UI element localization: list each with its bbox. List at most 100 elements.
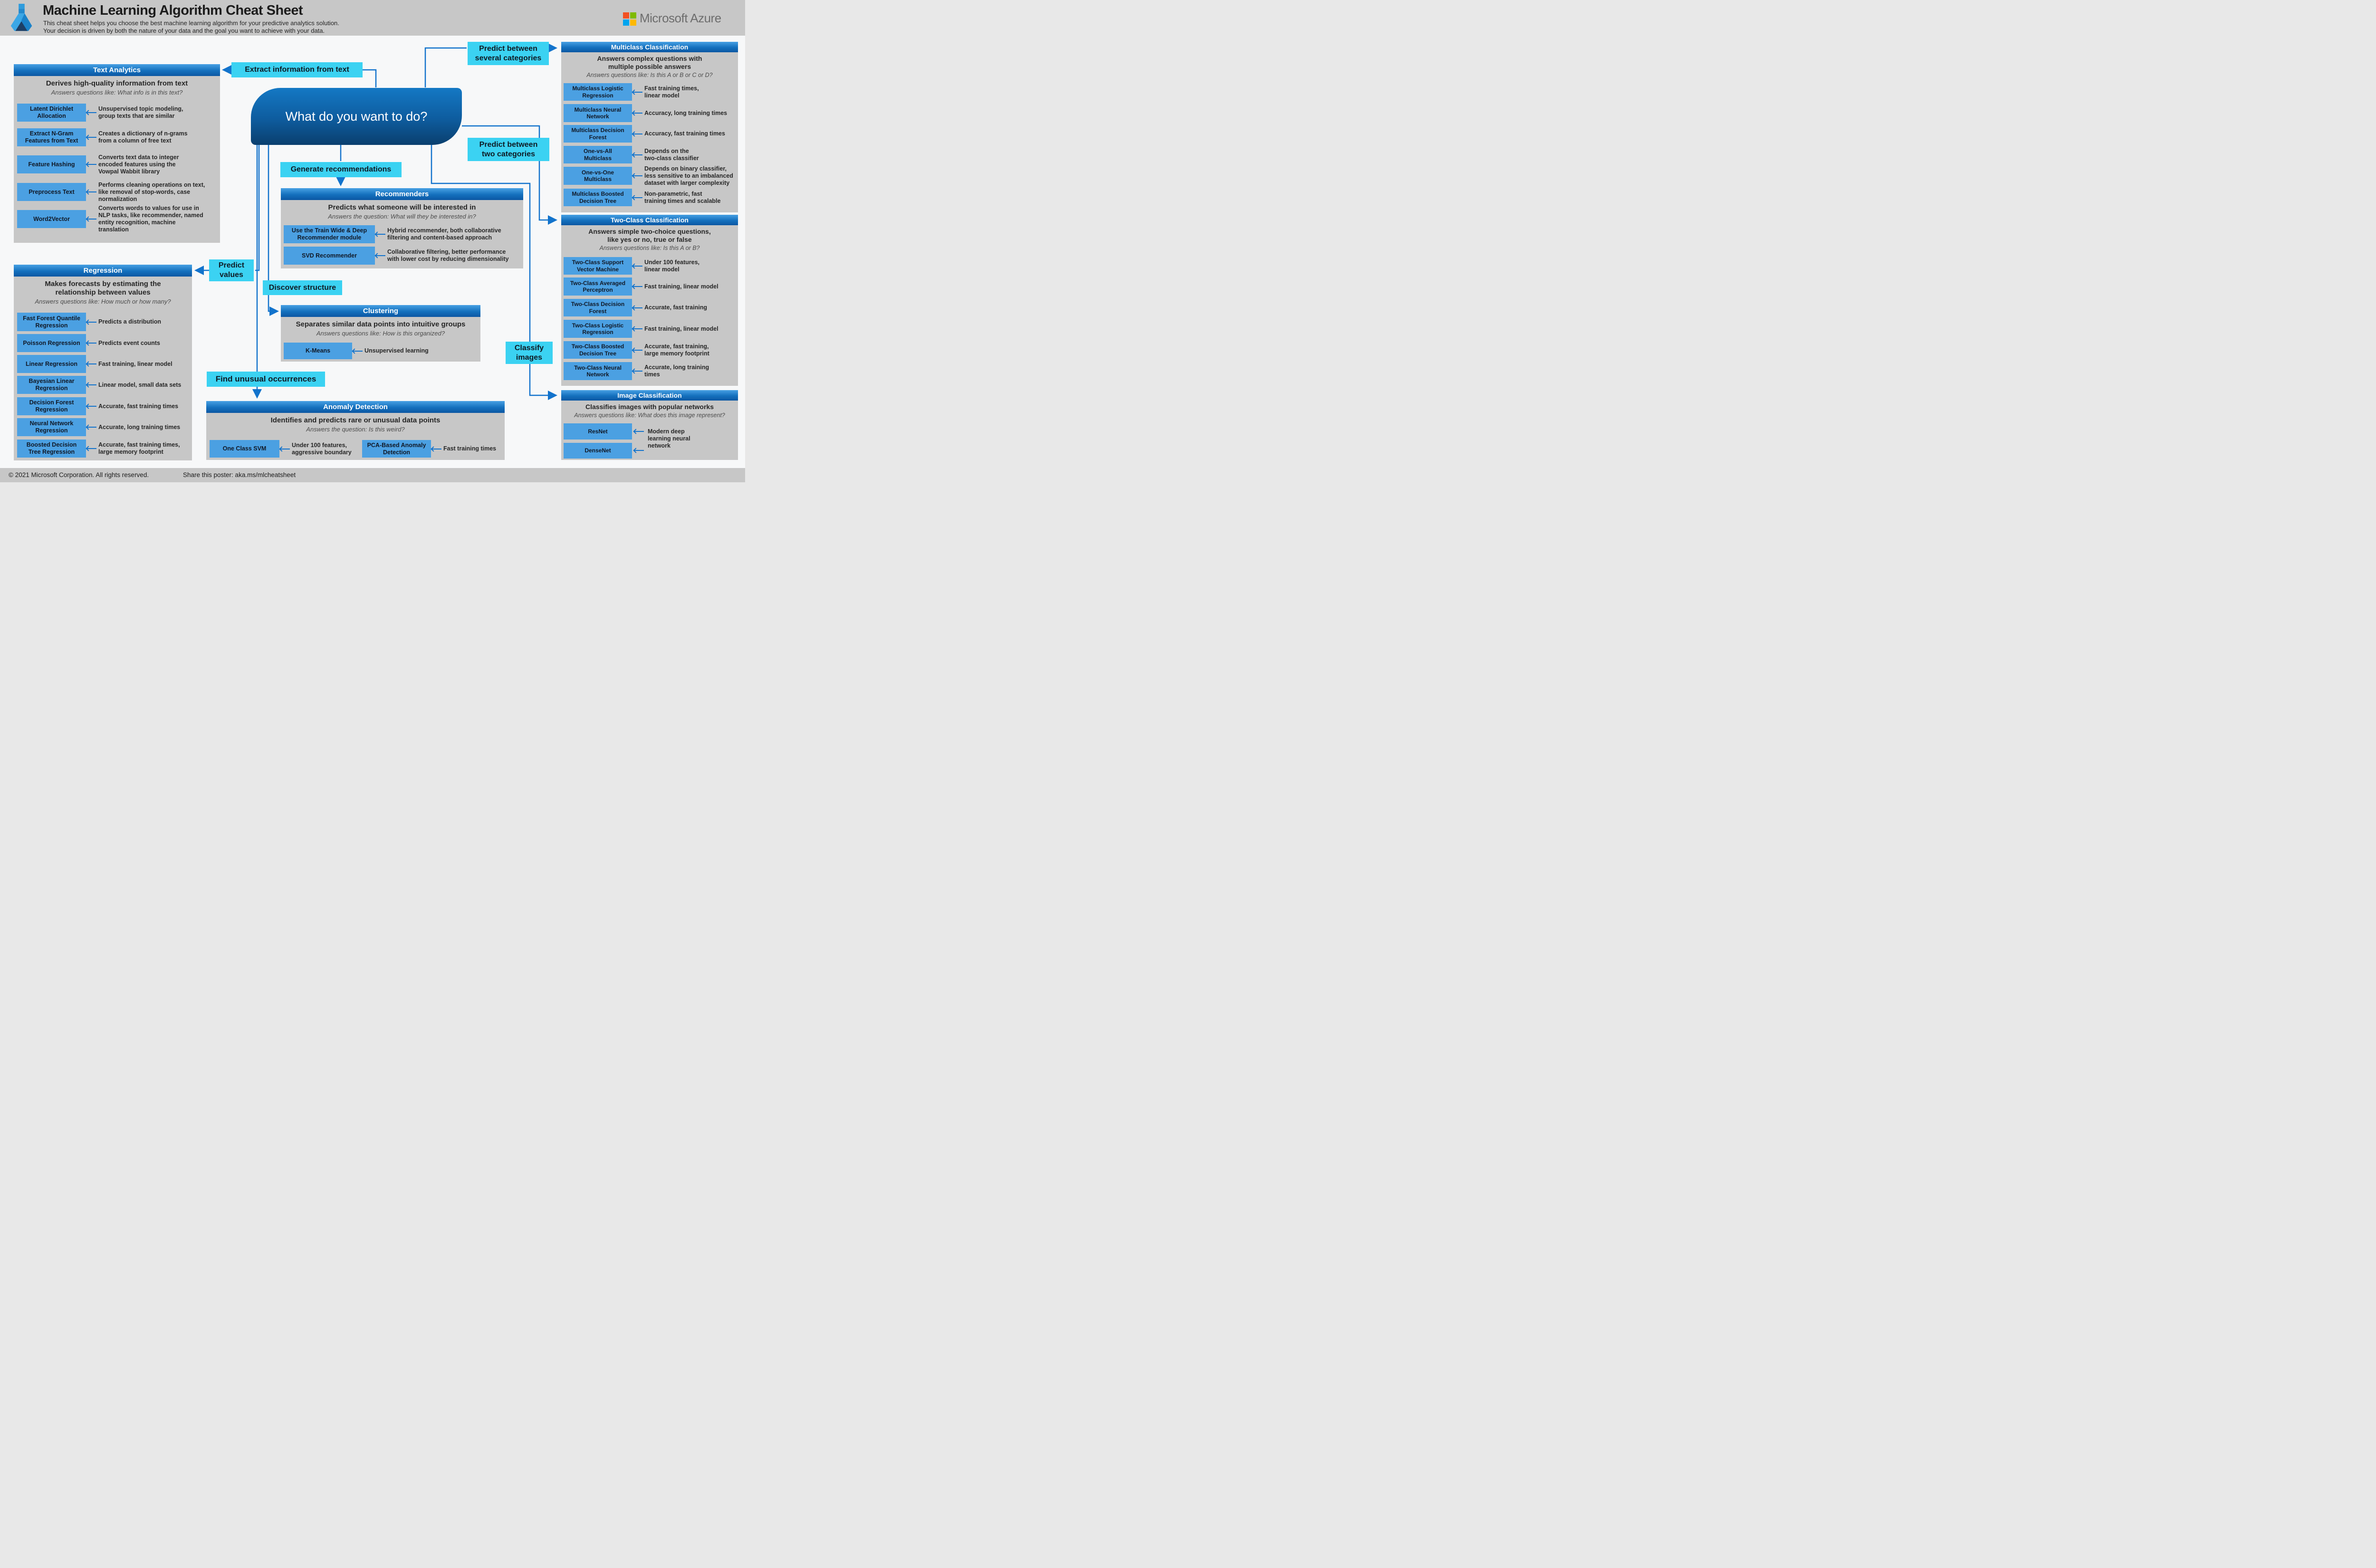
algorithm-row: K-Means Unsupervised learning: [284, 343, 476, 359]
algorithm-desc: Converts text data to integer encoded fe…: [98, 153, 179, 175]
algorithm-row: Decision Forest Regression Accurate, fas…: [17, 397, 189, 415]
left-arrow-icon: [632, 368, 643, 374]
left-arrow-icon: [632, 347, 643, 353]
algorithm-button-fast-forest-quantile[interactable]: Fast Forest Quantile Regression: [17, 313, 86, 331]
algorithm-desc: Performs cleaning operations on text, li…: [98, 181, 205, 202]
algorithm-desc: Fast training, linear model: [644, 325, 719, 332]
left-arrow-icon: [633, 448, 645, 453]
left-arrow-icon: [632, 284, 643, 289]
central-question-node: What do you want to do?: [251, 88, 462, 145]
share-poster-link[interactable]: Share this poster: aka.ms/mlcheatsheet: [183, 471, 296, 478]
algorithm-row: Latent Dirichlet Allocation Unsupervised…: [17, 104, 217, 122]
panel-title: Two-Class Classification: [561, 215, 738, 225]
algorithm-button-svd-recommender[interactable]: SVD Recommender: [284, 247, 375, 265]
algorithm-button-pca-anomaly-detection[interactable]: PCA-Based Anomaly Detection: [362, 440, 431, 458]
algorithm-button-one-vs-all-multiclass[interactable]: One-vs-All Multiclass: [564, 146, 632, 163]
algorithm-desc: Accurate, long training times: [98, 423, 181, 430]
algorithm-button-two-class-decision-forest[interactable]: Two-Class Decision Forest: [564, 299, 632, 316]
algorithm-button-multiclass-logistic-regression[interactable]: Multiclass Logistic Regression: [564, 83, 632, 101]
panel-subline: Answers questions like: What does this i…: [574, 411, 725, 419]
algorithm-desc: Unsupervised learning: [364, 347, 429, 354]
left-arrow-icon: [632, 263, 643, 269]
algorithm-button-one-vs-one-multiclass[interactable]: One-vs-One Multiclass: [564, 167, 632, 185]
algorithm-button-feature-hashing[interactable]: Feature Hashing: [17, 155, 86, 173]
algorithm-row: Two-Class Averaged Perceptron Fast train…: [564, 277, 736, 296]
panel-subline: Answers the question: What will they be …: [328, 213, 476, 220]
algorithm-desc: Fast training, linear model: [644, 283, 719, 290]
algorithm-desc-shared: Modern deep learning neural network: [648, 428, 690, 449]
panel-clustering: Clustering Separates similar data points…: [281, 305, 480, 362]
algorithm-button-two-class-svm[interactable]: Two-Class Support Vector Machine: [564, 257, 632, 275]
left-arrow-icon: [632, 152, 643, 158]
algorithm-button-resnet[interactable]: ResNet: [564, 423, 632, 440]
header-bar: Machine Learning Algorithm Cheat Sheet T…: [0, 0, 745, 36]
label-predict-several-categories: Predict between several categories: [468, 42, 549, 65]
algorithm-button-wide-deep-recommender[interactable]: Use the Train Wide & Deep Recommender mo…: [284, 225, 375, 243]
algorithm-button-multiclass-neural-network[interactable]: Multiclass Neural Network: [564, 104, 632, 122]
algorithm-desc: Accurate, fast training, large memory fo…: [644, 343, 709, 357]
algorithm-button-preprocess-text[interactable]: Preprocess Text: [17, 183, 86, 201]
panel-two-class-classification: Two-Class Classification Answers simple …: [561, 215, 738, 386]
algorithm-desc: Fast training times: [443, 445, 497, 452]
algorithm-button-multiclass-boosted-decision-tree[interactable]: Multiclass Boosted Decision Tree: [564, 189, 632, 206]
connector-lines: [194, 43, 557, 400]
left-arrow-icon: [375, 231, 386, 237]
left-arrow-icon: [431, 446, 442, 452]
panel-headline: Classifies images with popular networks: [585, 403, 714, 411]
algorithm-desc: Accurate, fast training: [644, 304, 707, 311]
left-arrow-icon: [86, 382, 97, 388]
panel-regression: Regression Makes forecasts by estimating…: [14, 265, 192, 460]
algorithm-desc: Collaborative filtering, better performa…: [387, 249, 509, 262]
algorithm-button-two-class-boosted-decision-tree[interactable]: Two-Class Boosted Decision Tree: [564, 341, 632, 359]
left-arrow-icon: [86, 340, 97, 346]
algorithm-row: SVD Recommender Collaborative filtering,…: [284, 247, 520, 265]
algorithm-button-poisson-regression[interactable]: Poisson Regression: [17, 334, 86, 352]
algorithm-button-kmeans[interactable]: K-Means: [284, 343, 352, 359]
algorithm-row: Use the Train Wide & Deep Recommender mo…: [284, 225, 520, 243]
panel-headline: Makes forecasts by estimating the relati…: [45, 280, 161, 296]
algorithm-button-densenet[interactable]: DenseNet: [564, 443, 632, 459]
algorithm-row: Poisson Regression Predicts event counts: [17, 334, 189, 352]
left-arrow-icon: [632, 195, 643, 201]
algorithm-button-latent-dirichlet-allocation[interactable]: Latent Dirichlet Allocation: [17, 104, 86, 122]
algorithm-button-multiclass-decision-forest[interactable]: Multiclass Decision Forest: [564, 125, 632, 143]
algorithm-button-boosted-decision-tree-regression[interactable]: Boosted Decision Tree Regression: [17, 440, 86, 458]
algorithm-button-decision-forest-regression[interactable]: Decision Forest Regression: [17, 397, 86, 415]
ml-cheatsheet-poster: Machine Learning Algorithm Cheat Sheet T…: [0, 0, 745, 482]
algorithm-button-linear-regression[interactable]: Linear Regression: [17, 355, 86, 373]
panel-subline: Answers questions like: How much or how …: [35, 298, 171, 305]
algorithm-button-extract-ngram[interactable]: Extract N-Gram Features from Text: [17, 128, 86, 146]
panel-headline: Separates similar data points into intui…: [296, 320, 466, 328]
panel-headline: Derives high-quality information from te…: [46, 79, 188, 87]
algorithm-desc: Predicts a distribution: [98, 318, 161, 325]
algorithm-button-two-class-logistic-regression[interactable]: Two-Class Logistic Regression: [564, 320, 632, 338]
left-arrow-icon: [352, 348, 364, 354]
brand-name: Microsoft Azure: [640, 11, 721, 25]
algorithm-row: One Class SVM Under 100 features, aggres…: [210, 440, 357, 458]
algorithm-row: Multiclass Boosted Decision Tree Non-par…: [564, 189, 736, 206]
left-arrow-icon: [86, 403, 97, 409]
footer-bar: © 2021 Microsoft Corporation. All rights…: [0, 468, 745, 482]
panel-subline: Answers questions like: What info is in …: [51, 89, 183, 96]
algorithm-button-bayesian-linear-regression[interactable]: Bayesian Linear Regression: [17, 376, 86, 394]
left-arrow-icon: [86, 189, 97, 195]
algorithm-button-two-class-neural-network[interactable]: Two-Class Neural Network: [564, 362, 632, 380]
label-predict-values: Predict values: [209, 259, 254, 281]
panel-headline: Answers complex questions with multiple …: [597, 55, 702, 70]
panel-subline: Answers questions like: How is this orga…: [316, 330, 445, 337]
panel-image-classification: Image Classification Classifies images w…: [561, 390, 738, 460]
algorithm-row: PCA-Based Anomaly Detection Fast trainin…: [362, 440, 502, 458]
algorithm-desc: Accuracy, long training times: [644, 109, 728, 116]
algorithm-row: Multiclass Neural Network Accuracy, long…: [564, 104, 736, 122]
left-arrow-icon: [375, 253, 386, 258]
algorithm-row: Neural Network Regression Accurate, long…: [17, 418, 189, 436]
panel-title: Clustering: [281, 305, 480, 317]
algorithm-button-one-class-svm[interactable]: One Class SVM: [210, 440, 279, 458]
algorithm-button-neural-network-regression[interactable]: Neural Network Regression: [17, 418, 86, 436]
algorithm-button-two-class-averaged-perceptron[interactable]: Two-Class Averaged Perceptron: [564, 277, 632, 296]
panel-multiclass-classification: Multiclass Classification Answers comple…: [561, 42, 738, 212]
algorithm-row: Fast Forest Quantile Regression Predicts…: [17, 313, 189, 331]
panel-text-analytics: Text Analytics Derives high-quality info…: [14, 64, 220, 243]
algorithm-button-word2vector[interactable]: Word2Vector: [17, 210, 86, 228]
left-arrow-icon: [632, 110, 643, 116]
